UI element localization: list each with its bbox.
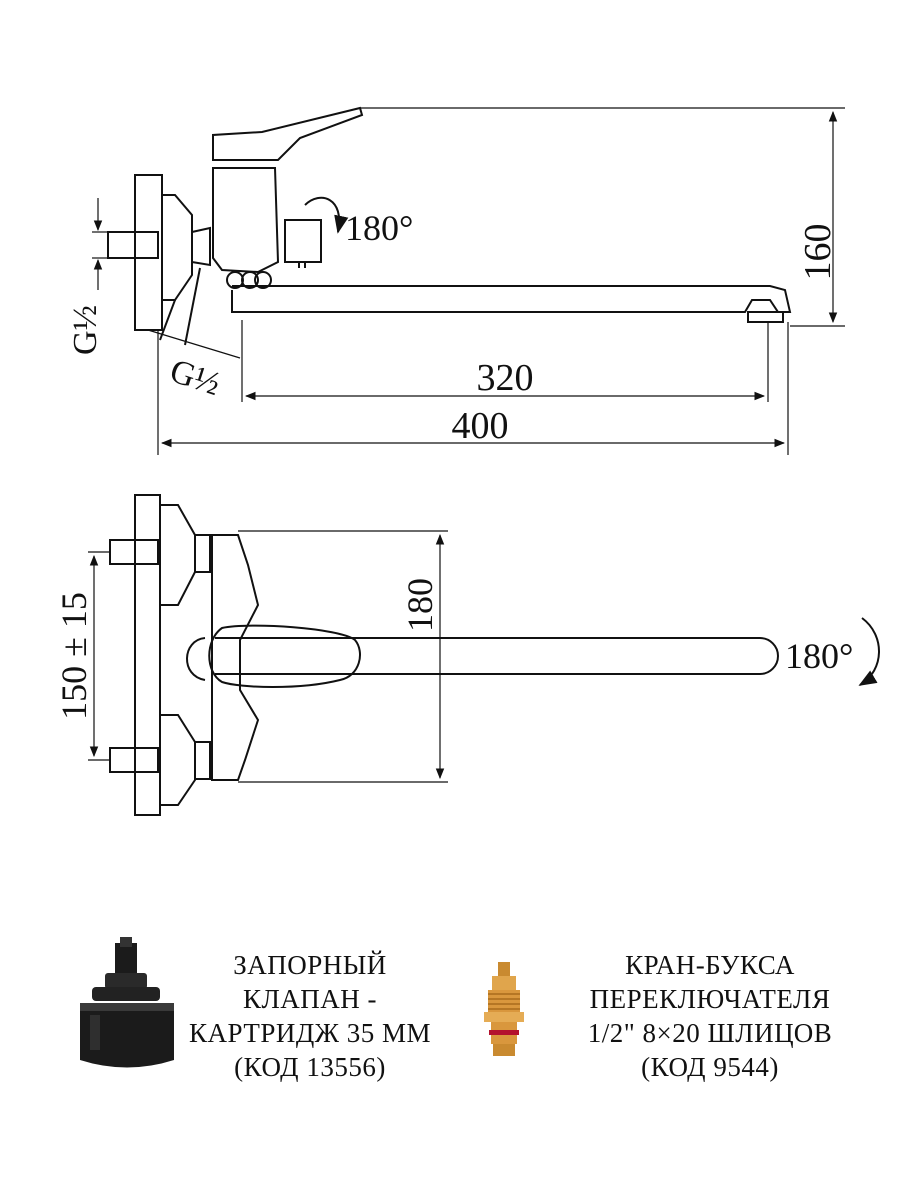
valve-description: КРАН-БУКСА ПЕРЕКЛЮЧАТЕЛЯ 1/2" 8×20 ШЛИЦО… — [545, 948, 875, 1084]
lever-handle[interactable] — [212, 106, 364, 161]
inlet-pipe — [107, 231, 159, 259]
spout-plan — [215, 637, 779, 675]
cartridge-line-2: КЛАПАН - — [242, 984, 378, 1014]
valve-line-1: КРАН-БУКСА — [625, 950, 795, 980]
mixer-body — [212, 167, 280, 274]
diverter-knob[interactable] — [284, 219, 322, 263]
height-dimension-180: 180 — [400, 578, 440, 632]
cartridge-line-1: ЗАПОРНЫЙ — [233, 950, 387, 980]
cartridge-icon — [80, 937, 174, 1068]
height-dimension-160: 160 — [797, 224, 839, 281]
brass-valve-icon — [484, 962, 524, 1056]
wall-flange — [161, 194, 193, 301]
spout-rotation-label: 180° — [785, 636, 853, 676]
valve-line-2: ПЕРЕКЛЮЧАТЕЛЯ — [589, 984, 831, 1014]
spout — [231, 285, 792, 313]
pipe-thread-bottom-label: G½ — [166, 352, 225, 403]
cartridge-line-3: КАРТРИДЖ 35 ММ — [189, 1018, 431, 1048]
plan-view: 180° 150 ± 15 180 — [54, 494, 880, 816]
cartridge-line-4: (КОД 13556) — [234, 1052, 386, 1082]
mixer-body-plan — [211, 534, 260, 781]
eccentric-connector — [191, 226, 211, 267]
side-elevation-view: 180° 160 G½ G½ 320 400 — [67, 106, 845, 455]
cartridge-description: ЗАПОРНЫЙ КЛАПАН - КАРТРИДЖ 35 ММ (КОД 13… — [175, 948, 445, 1084]
total-length-dimension-400: 400 — [452, 405, 509, 447]
lever-handle-plan[interactable] — [208, 624, 361, 688]
diverter-rotation-label: 180° — [345, 208, 413, 248]
wall-section-plan — [134, 494, 161, 816]
valve-line-4: (КОД 9544) — [641, 1052, 779, 1082]
spout-reach-dimension-320: 320 — [477, 357, 534, 399]
technical-drawing: 180° 160 G½ G½ 320 400 — [54, 106, 880, 816]
valve-line-3: 1/2" 8×20 ШЛИЦОВ — [587, 1018, 833, 1048]
center-distance-dimension: 150 ± 15 — [54, 592, 94, 720]
pipe-thread-left-label: G½ — [67, 305, 104, 355]
